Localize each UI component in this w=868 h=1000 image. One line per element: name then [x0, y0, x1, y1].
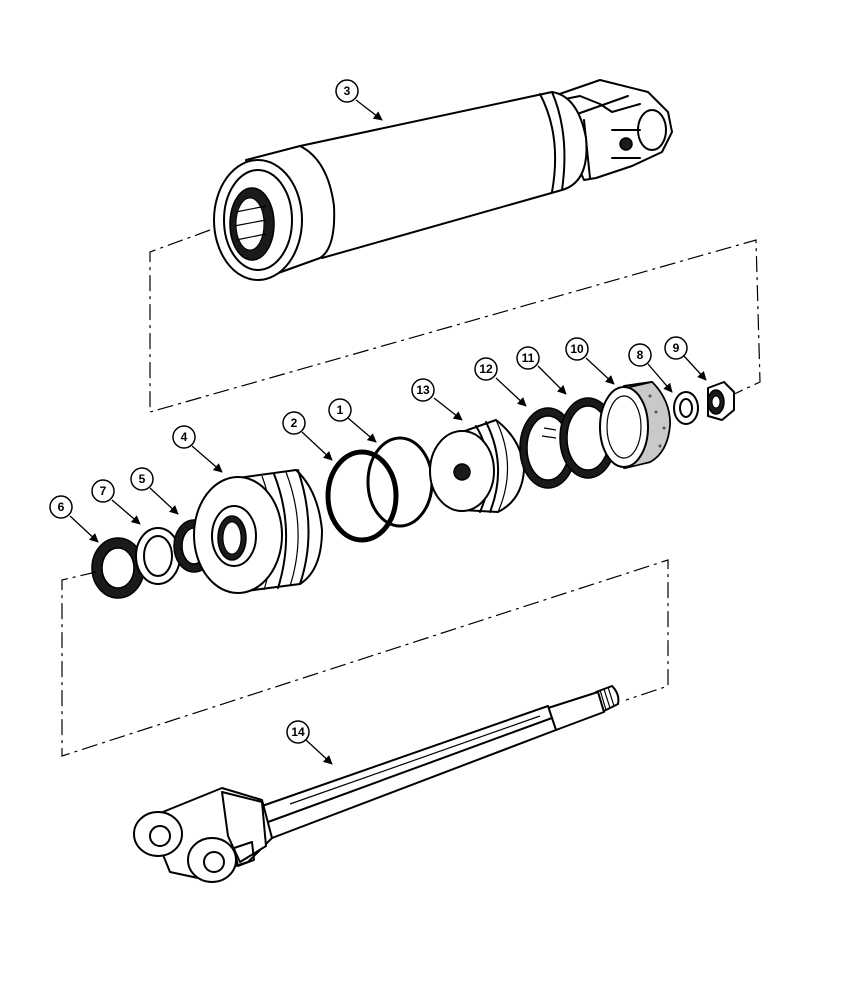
callout-label: 13	[416, 383, 430, 397]
callout-label: 14	[291, 725, 305, 739]
callout-label: 10	[570, 342, 584, 356]
callout-label: 3	[344, 84, 351, 98]
callout-6: 6	[49, 495, 73, 519]
part-2-o-ring	[325, 449, 399, 543]
callout-4: 4	[172, 425, 196, 449]
callout-9: 9	[664, 336, 688, 360]
callout-circle	[328, 398, 352, 422]
part-8-washer	[673, 391, 699, 425]
part-1-backup-ring	[366, 436, 434, 528]
callout-circle	[474, 357, 498, 381]
callout-1: 1	[328, 398, 352, 422]
callout-circle	[565, 337, 589, 361]
part-12-piston-seal	[519, 407, 577, 489]
callout-2: 2	[282, 411, 306, 435]
callout-label: 1	[337, 403, 344, 417]
part-14-piston-rod	[133, 685, 620, 883]
callout-circle	[49, 495, 73, 519]
part-6-wiper-seal	[91, 537, 145, 599]
callout-11: 11	[516, 346, 540, 370]
callout-label: 5	[139, 472, 146, 486]
callout-label: 11	[522, 351, 535, 365]
callout-label: 7	[100, 484, 107, 498]
callout-8: 8	[628, 343, 652, 367]
callout-circle	[282, 411, 306, 435]
callout-label: 8	[637, 348, 644, 362]
callout-7: 7	[91, 479, 115, 503]
callout-13: 13	[411, 378, 435, 402]
part-9-lock-nut	[707, 381, 735, 421]
callout-label: 6	[58, 500, 65, 514]
leader-lines	[69, 99, 707, 765]
callout-12: 12	[474, 357, 498, 381]
callout-circle	[130, 467, 154, 491]
cylinder-barrel	[213, 79, 673, 281]
callout-circle	[91, 479, 115, 503]
alignment-line-upper	[149, 229, 761, 413]
callout-circle	[628, 343, 652, 367]
callout-circle	[286, 720, 310, 744]
part-13-piston	[429, 419, 525, 513]
callout-circle	[516, 346, 540, 370]
callout-10: 10	[565, 337, 589, 361]
callout-circle	[172, 425, 196, 449]
alignment-line-lower	[61, 559, 669, 757]
callout-label: 2	[291, 416, 298, 430]
part-7-rod-seal	[135, 527, 181, 585]
callout-circle	[411, 378, 435, 402]
part-4-head-gland	[193, 469, 323, 594]
callout-circle	[335, 79, 359, 103]
callout-label: 9	[673, 341, 680, 355]
callout-5: 5	[130, 467, 154, 491]
callout-14: 14	[286, 720, 310, 744]
callout-circle	[664, 336, 688, 360]
callout-label: 12	[479, 362, 493, 376]
callout-label: 4	[181, 430, 188, 444]
callout-3: 3	[335, 79, 359, 103]
part-10-spacer	[599, 381, 671, 469]
